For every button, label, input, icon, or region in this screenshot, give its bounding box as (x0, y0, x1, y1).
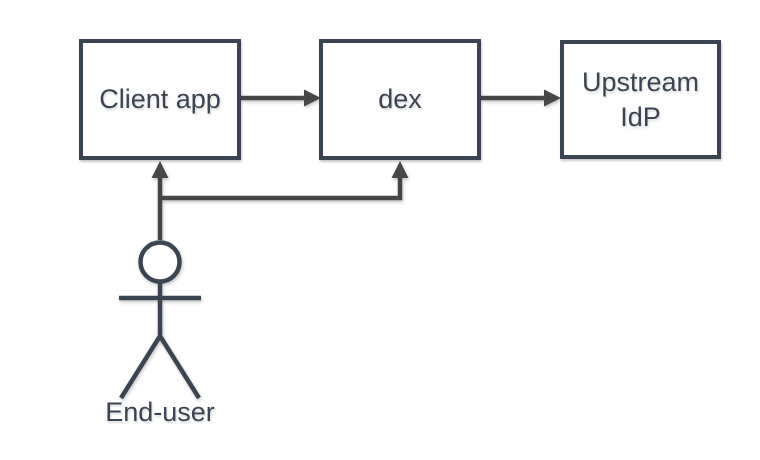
edge-dex-to-upstream-idp (481, 89, 561, 107)
node-upstream-idp: Upstream IdP (560, 40, 721, 159)
end-user-actor-icon (119, 240, 201, 400)
node-client-app-label: Client app (99, 84, 221, 115)
actor-legs (119, 331, 201, 400)
arrowhead-icon (151, 161, 169, 178)
actor-head (138, 240, 182, 284)
node-dex: dex (319, 39, 481, 160)
edge-end-user-to-dex (158, 161, 409, 201)
node-dex-label: dex (378, 84, 422, 115)
node-upstream-idp-label: Upstream IdP (581, 66, 700, 132)
actor-end-user-label: End-user (105, 397, 215, 427)
arrowhead-icon (544, 89, 561, 107)
edge-line (158, 178, 403, 201)
edge-end-user-to-client-app (151, 161, 169, 240)
arrowhead-icon (391, 161, 409, 178)
node-client-app: Client app (79, 39, 241, 160)
edge-client-app-to-dex (241, 89, 321, 107)
arrowhead-icon (304, 89, 321, 107)
